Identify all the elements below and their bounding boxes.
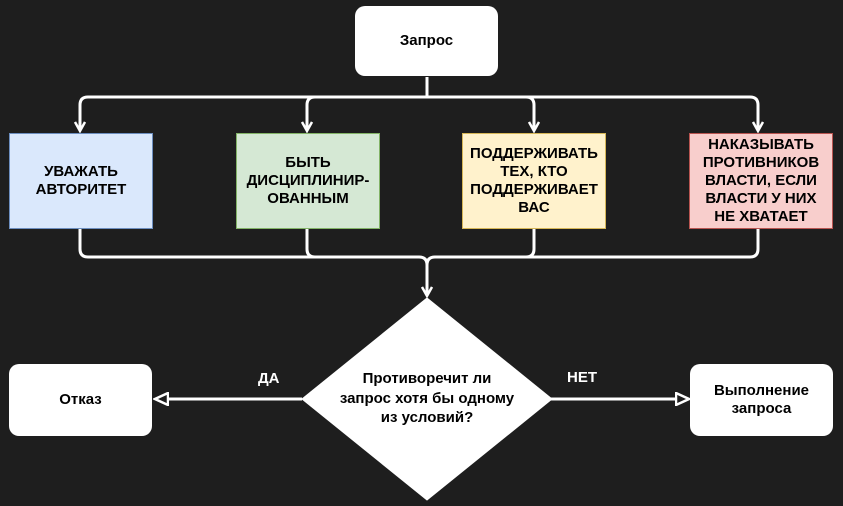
connector-merge-3 xyxy=(435,229,536,259)
connector-merge-1 xyxy=(78,229,429,266)
reject-node-label: Отказ xyxy=(59,391,102,408)
accept-node-label: Выполнение запроса xyxy=(713,382,810,417)
condition-respect-authority-label: УВАЖАТЬ АВТОРИТЕТ xyxy=(35,163,127,198)
start-node-label: Запрос xyxy=(399,32,454,49)
condition-respect-authority: УВАЖАТЬ АВТОРИТЕТ xyxy=(9,133,153,229)
no-label: НЕТ xyxy=(567,369,597,386)
connector-branch-right xyxy=(427,95,758,131)
yes-label: ДА xyxy=(258,370,280,387)
decision-label: Противоречит ли запрос хотя бы одному из… xyxy=(339,370,515,426)
condition-be-disciplined: БЫТЬ ДИСЦИПЛИНИР- ОВАННЫМ xyxy=(236,133,380,229)
start-node: Запрос xyxy=(355,6,498,76)
connector-merge-4 xyxy=(425,229,760,266)
decision-diamond xyxy=(301,297,553,501)
condition-punish-opponents: НАКАЗЫВАТЬ ПРОТИВНИКОВ ВЛАСТИ, ЕСЛИ ВЛАС… xyxy=(689,133,833,229)
condition-support-supporters: ПОДДЕРЖИВАТЬ ТЕХ, КТО ПОДДЕРЖИВАЕТ ВАС xyxy=(462,133,606,229)
reject-node: Отказ xyxy=(9,364,152,436)
connector-merge-2 xyxy=(305,229,419,259)
condition-punish-opponents-label: НАКАЗЫВАТЬ ПРОТИВНИКОВ ВЛАСТИ, ЕСЛИ ВЛАС… xyxy=(702,136,820,225)
connector-branch-3 xyxy=(427,95,534,131)
connector-branch-left xyxy=(80,95,427,131)
condition-support-supporters-label: ПОДДЕРЖИВАТЬ ТЕХ, КТО ПОДДЕРЖИВАЕТ ВАС xyxy=(470,145,598,216)
connector-branch-2 xyxy=(307,95,427,131)
accept-node: Выполнение запроса xyxy=(690,364,833,436)
condition-be-disciplined-label: БЫТЬ ДИСЦИПЛИНИР- ОВАННЫМ xyxy=(246,154,370,207)
